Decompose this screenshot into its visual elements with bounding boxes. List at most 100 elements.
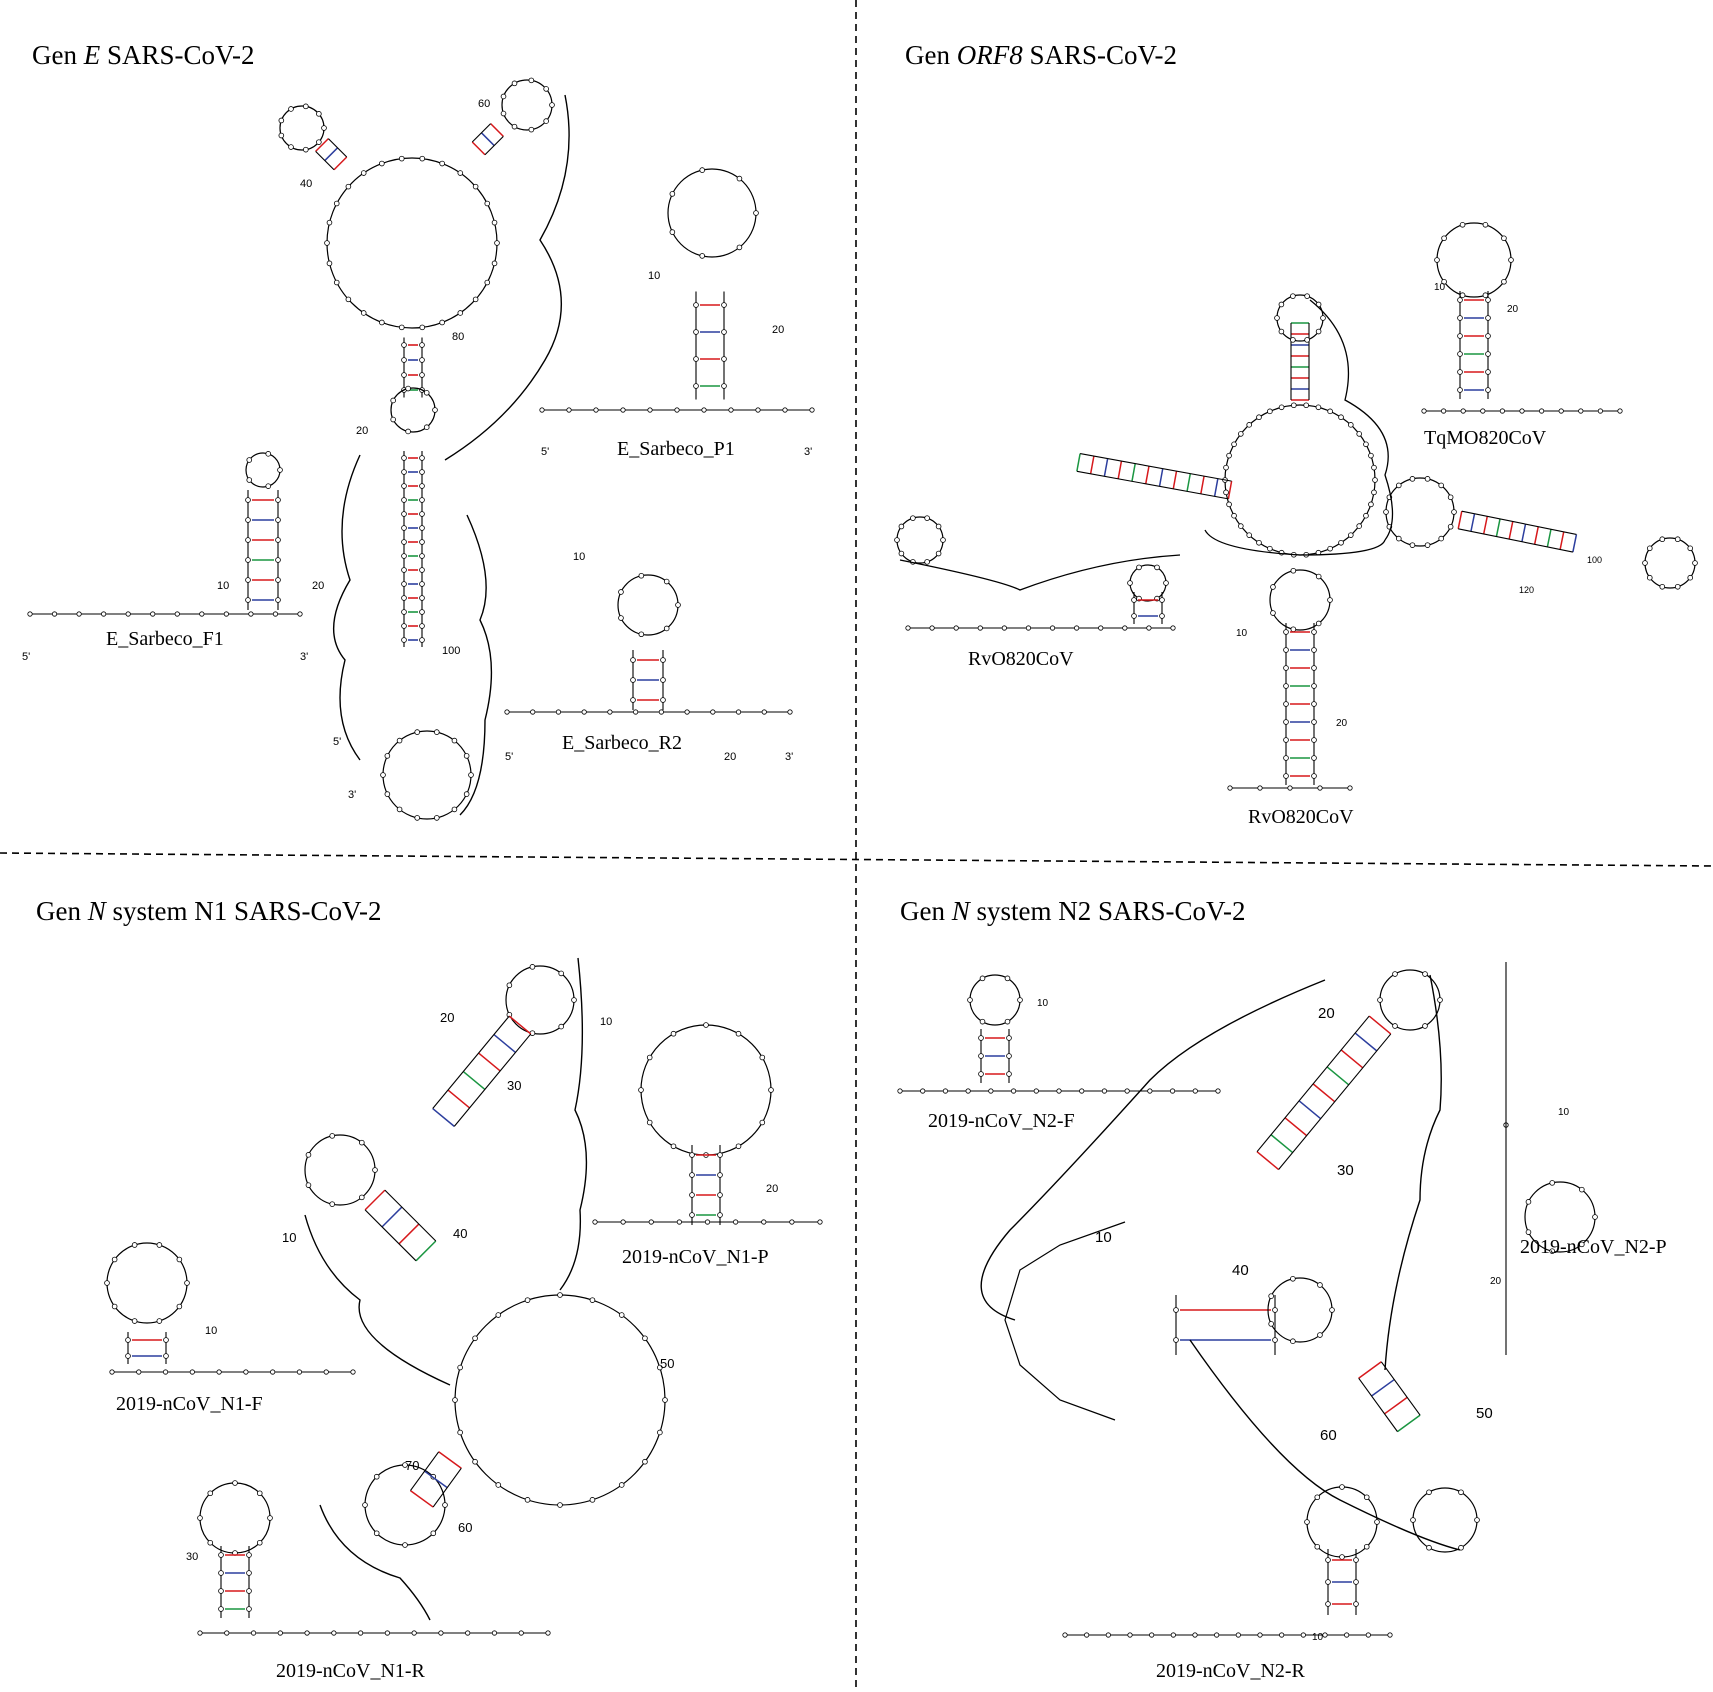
stem-nucleotide [1283, 719, 1289, 725]
loop-nucleotide [1226, 501, 1232, 508]
loop-nucleotide [256, 1539, 263, 1546]
loop-nucleotide [463, 753, 470, 759]
stem-nucleotide [1283, 665, 1289, 671]
strand-nucleotide [1170, 625, 1176, 631]
loop-nucleotide [1368, 501, 1374, 508]
loop-nucleotide [1438, 535, 1444, 542]
orf8-right-internal-loop [1385, 477, 1455, 547]
label-e-sarbeco-r2: E_Sarbeco_R2 [562, 732, 682, 754]
stem-nucleotide [419, 623, 425, 629]
stem-nucleotide [246, 1606, 252, 1612]
orf8-central-loop [1224, 404, 1376, 556]
f1-end-3prime: 3' [300, 651, 308, 663]
stem-nucleotide [1272, 1337, 1278, 1343]
stem-nucleotide [163, 1337, 169, 1343]
stem-nucleotide [419, 483, 425, 489]
stem-nucleotide [1457, 351, 1463, 357]
orf8-right-stem-pair [1559, 531, 1565, 550]
loop-nucleotide [373, 1530, 380, 1537]
loop-nucleotide [1438, 482, 1444, 489]
loop-nucleotide [1422, 1023, 1428, 1029]
strand-nucleotide [897, 1088, 903, 1094]
e-brace-r2 [459, 514, 493, 816]
n2-number-10: 10 [1095, 1229, 1112, 1246]
loop-nucleotide [557, 1502, 563, 1508]
orf8-brace-tqmo [1309, 299, 1394, 541]
rvo-bottom-loop [1269, 569, 1331, 631]
n1-number-20: 20 [440, 1010, 454, 1025]
loop-nucleotide [451, 806, 458, 813]
label-n2-r: 2019-nCoV_N2-R [1156, 1660, 1305, 1682]
e-hairpin-right-pair [490, 123, 504, 137]
title-orf8-gene: Gen ORF8 SARS-CoV-2 [905, 40, 1178, 70]
n1p-number-10: 10 [600, 1016, 612, 1028]
strand-nucleotide [1322, 1632, 1328, 1638]
strand-nucleotide [1025, 625, 1032, 631]
title-n2-system: Gen N system N2 SARS-CoV-2 [900, 896, 1246, 926]
n2-long-stem-pair [1298, 1100, 1322, 1120]
loop-nucleotide [736, 175, 743, 182]
strand-nucleotide [1170, 1632, 1176, 1638]
loop-nucleotide [246, 457, 253, 463]
strand-nucleotide [733, 1219, 739, 1225]
stem-nucleotide [978, 1053, 984, 1059]
loop-nucleotide [910, 515, 916, 521]
n1p-loop [640, 1024, 772, 1156]
stem-nucleotide [978, 1071, 984, 1077]
strand-nucleotide [710, 709, 716, 715]
loop-nucleotide [372, 1167, 378, 1173]
loop-nucleotide [657, 1429, 663, 1436]
loop-nucleotide [207, 1490, 214, 1497]
e-number-40: 40 [300, 178, 312, 190]
n2-number-30: 30 [1337, 1162, 1354, 1179]
loop-nucleotide [303, 103, 309, 110]
e-bottom-loop [382, 730, 472, 820]
n1-mid-stem-pair [381, 1206, 403, 1228]
loop-nucleotide [468, 772, 474, 778]
loop-nucleotide [898, 550, 905, 557]
tqmo-number-20: 20 [1507, 304, 1519, 315]
e-hairpin-right-pair [480, 132, 495, 147]
stem-nucleotide [1457, 387, 1463, 393]
stem-strand [364, 1209, 417, 1262]
n1-number-60: 60 [458, 1520, 472, 1535]
loop-nucleotide [1659, 583, 1666, 590]
stem-nucleotide [401, 567, 407, 573]
strand-nucleotide [988, 1088, 994, 1094]
loop-nucleotide [1377, 997, 1383, 1003]
loop-nucleotide [329, 1133, 336, 1139]
stem-nucleotide [630, 657, 636, 663]
orf8-left-stem-pair [1186, 473, 1192, 492]
stem-nucleotide [401, 609, 407, 615]
stem-nucleotide [1353, 1557, 1359, 1563]
strand-nucleotide [1578, 408, 1584, 414]
loop-nucleotide [1304, 337, 1310, 343]
loop-nucleotide [657, 1364, 663, 1371]
loop-nucleotide [360, 170, 367, 176]
loop-nucleotide [472, 183, 479, 190]
strand-nucleotide [761, 1219, 767, 1225]
loop-nucleotide [1424, 476, 1431, 482]
label-n2-p: 2019-nCoV_N2-P [1520, 1236, 1667, 1258]
orf8-brace-rvo-bottom [1204, 529, 1386, 556]
strand-nucleotide [1098, 625, 1104, 631]
loop-nucleotide [1459, 292, 1466, 298]
loop-nucleotide [500, 110, 507, 117]
loop-nucleotide [759, 1119, 766, 1126]
loop-nucleotide [1278, 404, 1285, 411]
stem-strand [471, 123, 492, 143]
loop-nucleotide [1327, 545, 1333, 552]
loop-nucleotide [345, 183, 352, 190]
loop-nucleotide [1363, 441, 1369, 448]
loop-nucleotide [472, 1458, 478, 1465]
loop-nucleotide [1579, 1186, 1585, 1193]
loop-nucleotide [197, 1515, 203, 1521]
loop-nucleotide [1426, 1489, 1432, 1496]
stem-nucleotide [245, 537, 251, 543]
strand-nucleotide [761, 709, 767, 715]
loop-nucleotide [1422, 971, 1428, 977]
loop-nucleotide [1246, 422, 1253, 428]
loop-nucleotide [1458, 1544, 1464, 1551]
loop-nucleotide [423, 389, 430, 396]
